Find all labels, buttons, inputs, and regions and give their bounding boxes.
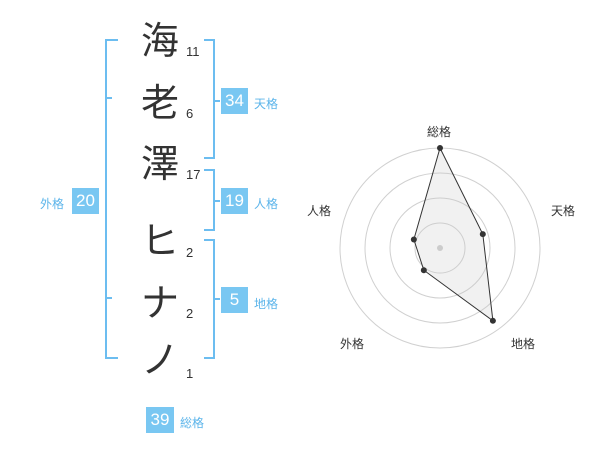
- name-char-4: ヒ: [140, 219, 179, 263]
- radar-center-dot: [437, 245, 443, 251]
- radar-point-0: [437, 145, 443, 151]
- stroke-count-3: 17: [186, 167, 201, 182]
- tenkaku-label: 天格: [254, 97, 279, 111]
- stroke-count-2: 6: [186, 106, 194, 121]
- jinkaku-value: 19: [221, 188, 248, 214]
- chikaku-label: 地格: [254, 297, 279, 311]
- name-char-5: ナ: [140, 281, 179, 325]
- radar-polygon: [413, 146, 494, 322]
- soukaku-label: 総格: [180, 416, 205, 430]
- stroke-count-4: 2: [186, 245, 194, 260]
- radar-axis-label-tenkaku: 天格: [551, 204, 576, 218]
- jinkaku-label: 人格: [254, 197, 279, 211]
- soukaku-value: 39: [146, 407, 174, 433]
- name-char-6: ノ: [140, 338, 179, 382]
- radar-ring-3: [364, 172, 516, 324]
- radar-axis-label-chikaku: 地格: [511, 337, 536, 351]
- radar-axis-label-jinkaku: 人格: [307, 204, 332, 218]
- stroke-count-6: 1: [186, 366, 194, 381]
- name-char-3: 澤: [140, 142, 179, 186]
- tenkaku-value: 34: [221, 88, 248, 114]
- radar-point-4: [410, 236, 417, 243]
- radar-axis-label-soukaku: 総格: [427, 125, 452, 139]
- name-char-1: 海: [140, 19, 179, 63]
- name-char-2: 老: [140, 81, 179, 125]
- gaikaku-value: 20: [72, 188, 99, 214]
- radar-axis-label-gaikaku: 外格: [340, 337, 365, 351]
- radar-point-1: [479, 231, 486, 238]
- tenkaku-bracket: [204, 39, 215, 159]
- radar-ring-2: [389, 197, 491, 299]
- gaikaku-label: 外格: [40, 197, 65, 211]
- gaikaku-bracket: [105, 39, 118, 359]
- stroke-count-1: 11: [186, 44, 200, 59]
- radar-ring-1: [414, 222, 466, 274]
- stroke-count-5: 2: [186, 306, 194, 321]
- radar-point-2: [489, 317, 496, 324]
- chikaku-value: 5: [221, 287, 248, 313]
- radar-point-3: [420, 267, 427, 274]
